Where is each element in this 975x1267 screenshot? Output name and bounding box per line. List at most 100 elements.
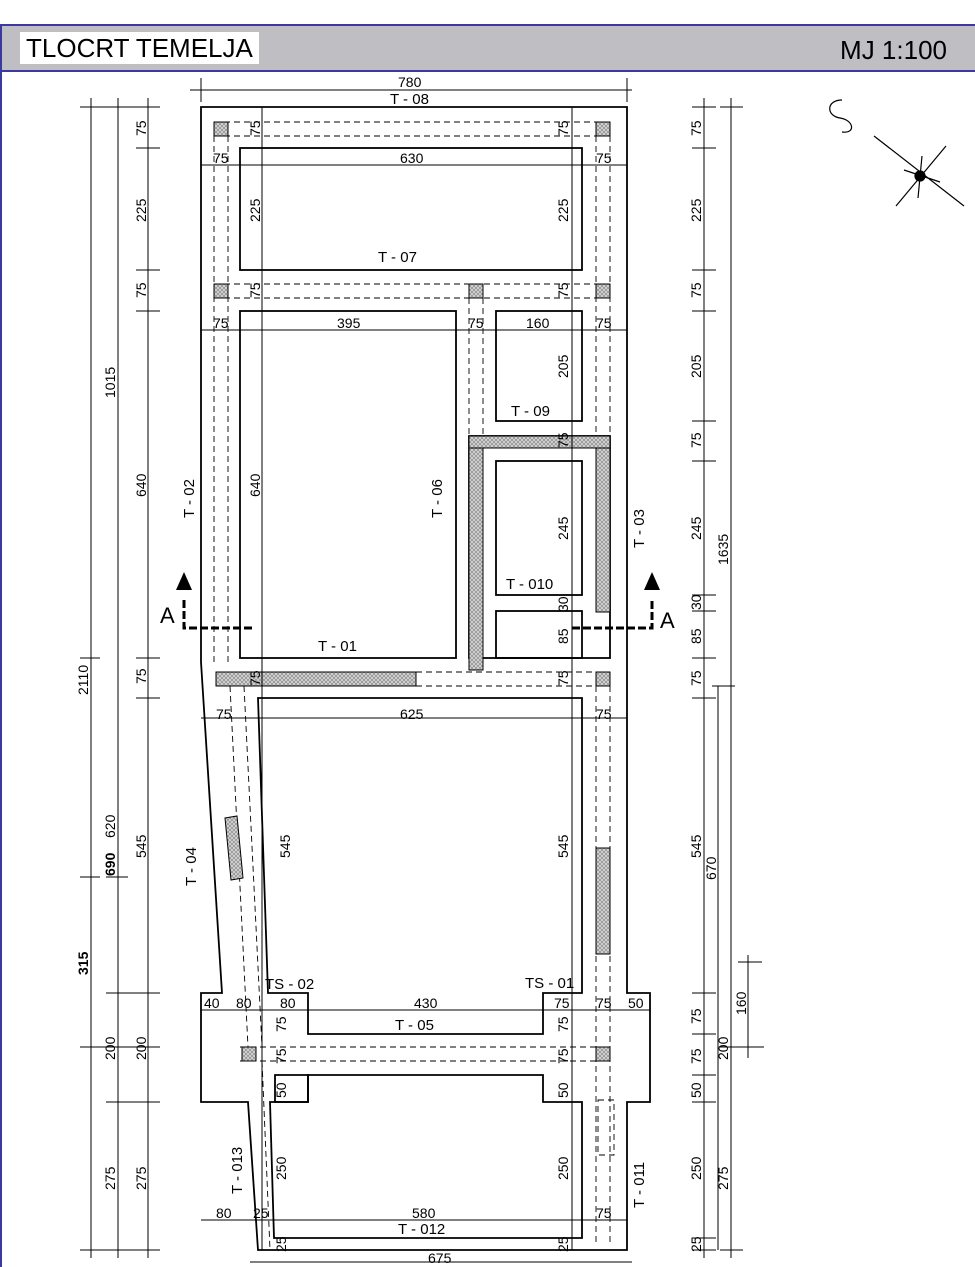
label-t07: T - 07: [378, 249, 417, 266]
label-t011: T - 011: [631, 1162, 648, 1208]
section-a-label-right: A: [660, 608, 675, 633]
dim-r1-9: 545: [688, 834, 704, 858]
dim-l3-6: 200: [133, 1036, 149, 1060]
dim-40: 40: [204, 995, 220, 1011]
dim-v-545-a: 545: [277, 834, 293, 858]
label-t01: T - 01: [318, 638, 357, 655]
dim-l2-b: 620: [102, 814, 118, 838]
dim-v-75-a: 75: [247, 120, 263, 136]
dim-75-c: 75: [213, 315, 229, 331]
dim-625: 625: [400, 706, 424, 722]
dim-top-overall: 780: [398, 74, 422, 90]
label-t08: T - 08: [390, 91, 429, 108]
dim-75-f: 75: [216, 706, 232, 722]
dim-l3-0: 75: [133, 120, 149, 136]
dim-50-a: 50: [628, 995, 644, 1011]
label-t09: T - 09: [511, 403, 550, 420]
dim-395: 395: [337, 315, 361, 331]
section-marker-right: A: [572, 572, 675, 633]
dim-80-b: 80: [280, 995, 296, 1011]
frame-left-rule: [0, 24, 2, 1267]
dim-75-d: 75: [468, 315, 484, 331]
dim-75-i: 75: [596, 995, 612, 1011]
dim-v-75-e: 75: [555, 432, 571, 448]
section-marker-left: A: [160, 572, 255, 630]
dim-v-75-f: 75: [247, 670, 263, 686]
dim-r1-5: 245: [688, 516, 704, 540]
dim-630: 630: [400, 150, 424, 166]
label-t05: T - 05: [395, 1017, 434, 1034]
dim-r2-a: 1635: [715, 534, 731, 565]
dim-r1-0: 75: [688, 120, 704, 136]
dim-r1-14: 25: [688, 1236, 704, 1252]
dim-75-h: 75: [554, 995, 570, 1011]
dim-v-85: 85: [555, 628, 571, 644]
dim-v-225-b: 225: [555, 198, 571, 222]
dim-l2-f: 275: [102, 1166, 118, 1190]
label-t012: T - 012: [398, 1221, 445, 1238]
dim-75-j: 75: [596, 1205, 612, 1221]
dim-v-25-a: 25: [273, 1236, 289, 1252]
hatched-elements: [213, 121, 611, 1062]
dim-l2-d: 315: [75, 951, 91, 975]
dim-v-75-h: 75: [273, 1016, 289, 1032]
dim-r2-b: 670: [703, 856, 719, 880]
dim-v-225-a: 225: [247, 198, 263, 222]
dim-75-a: 75: [213, 150, 229, 166]
dim-v-205: 205: [555, 354, 571, 378]
dim-r1-4: 75: [688, 432, 704, 448]
dim-v-75-d: 75: [555, 282, 571, 298]
dim-v-50-a: 50: [273, 1082, 289, 1098]
dim-r1-10: 75: [688, 1008, 704, 1024]
label-t013: T - 013: [229, 1147, 246, 1194]
dim-75-g: 75: [596, 706, 612, 722]
dim-l1-total: 2110: [75, 665, 91, 695]
dim-r2-e: 275: [715, 1166, 731, 1190]
label-t04: T - 04: [183, 847, 200, 886]
element-labels: T - 08 T - 07 T - 09 T - 010 T - 01 T - …: [181, 91, 648, 1238]
dim-r1-8: 75: [688, 670, 704, 686]
dim-v-245: 245: [555, 516, 571, 540]
dim-v-75-k: 75: [555, 1048, 571, 1064]
dim-v-25-b: 25: [555, 1236, 571, 1252]
north-arrow-icon: [829, 99, 965, 207]
dim-r1-1: 225: [688, 198, 704, 222]
dim-r2-c: 160: [733, 991, 749, 1015]
dim-v-75-g: 75: [555, 670, 571, 686]
dim-l3-4: 75: [133, 668, 149, 684]
dim-l2-c: 690: [102, 852, 118, 876]
dim-430: 430: [414, 995, 438, 1011]
dimension-lines: [80, 78, 764, 1263]
dim-v-75-b: 75: [555, 120, 571, 136]
label-ts02: TS - 02: [265, 976, 314, 993]
dim-25-a: 25: [253, 1205, 269, 1221]
section-a-label-left: A: [160, 603, 175, 628]
dim-580: 580: [412, 1205, 436, 1221]
dim-l3-5: 545: [133, 834, 149, 858]
dim-75-b: 75: [596, 150, 612, 166]
dim-v-640: 640: [247, 473, 263, 497]
dim-r2-d: 200: [715, 1036, 731, 1060]
drawing-title: TLOCRT TEMELJA: [20, 32, 259, 64]
dim-l3-2: 75: [133, 282, 149, 298]
dim-r1-12: 50: [688, 1082, 704, 1098]
dim-r1-3: 205: [688, 354, 704, 378]
dim-l3-7: 275: [133, 1166, 149, 1190]
dim-r1-13: 250: [688, 1156, 704, 1180]
dim-r1-2: 75: [688, 282, 704, 298]
dim-l2-e: 200: [102, 1036, 118, 1060]
dim-v-250-a: 250: [273, 1156, 289, 1180]
dim-bottom-overall: 675: [428, 1250, 452, 1266]
scale-label: MJ 1:100: [840, 35, 947, 65]
dim-160: 160: [526, 315, 550, 331]
dim-v-75-j: 75: [273, 1048, 289, 1064]
dim-v-545-b: 545: [555, 834, 571, 858]
label-t06: T - 06: [429, 479, 446, 518]
dim-75-e: 75: [596, 315, 612, 331]
dim-l3-3: 640: [133, 473, 149, 497]
dim-l2-a: 1015: [102, 367, 118, 398]
dim-v-75-c: 75: [247, 282, 263, 298]
label-ts01: TS - 01: [525, 975, 574, 992]
dim-l3-1: 225: [133, 198, 149, 222]
